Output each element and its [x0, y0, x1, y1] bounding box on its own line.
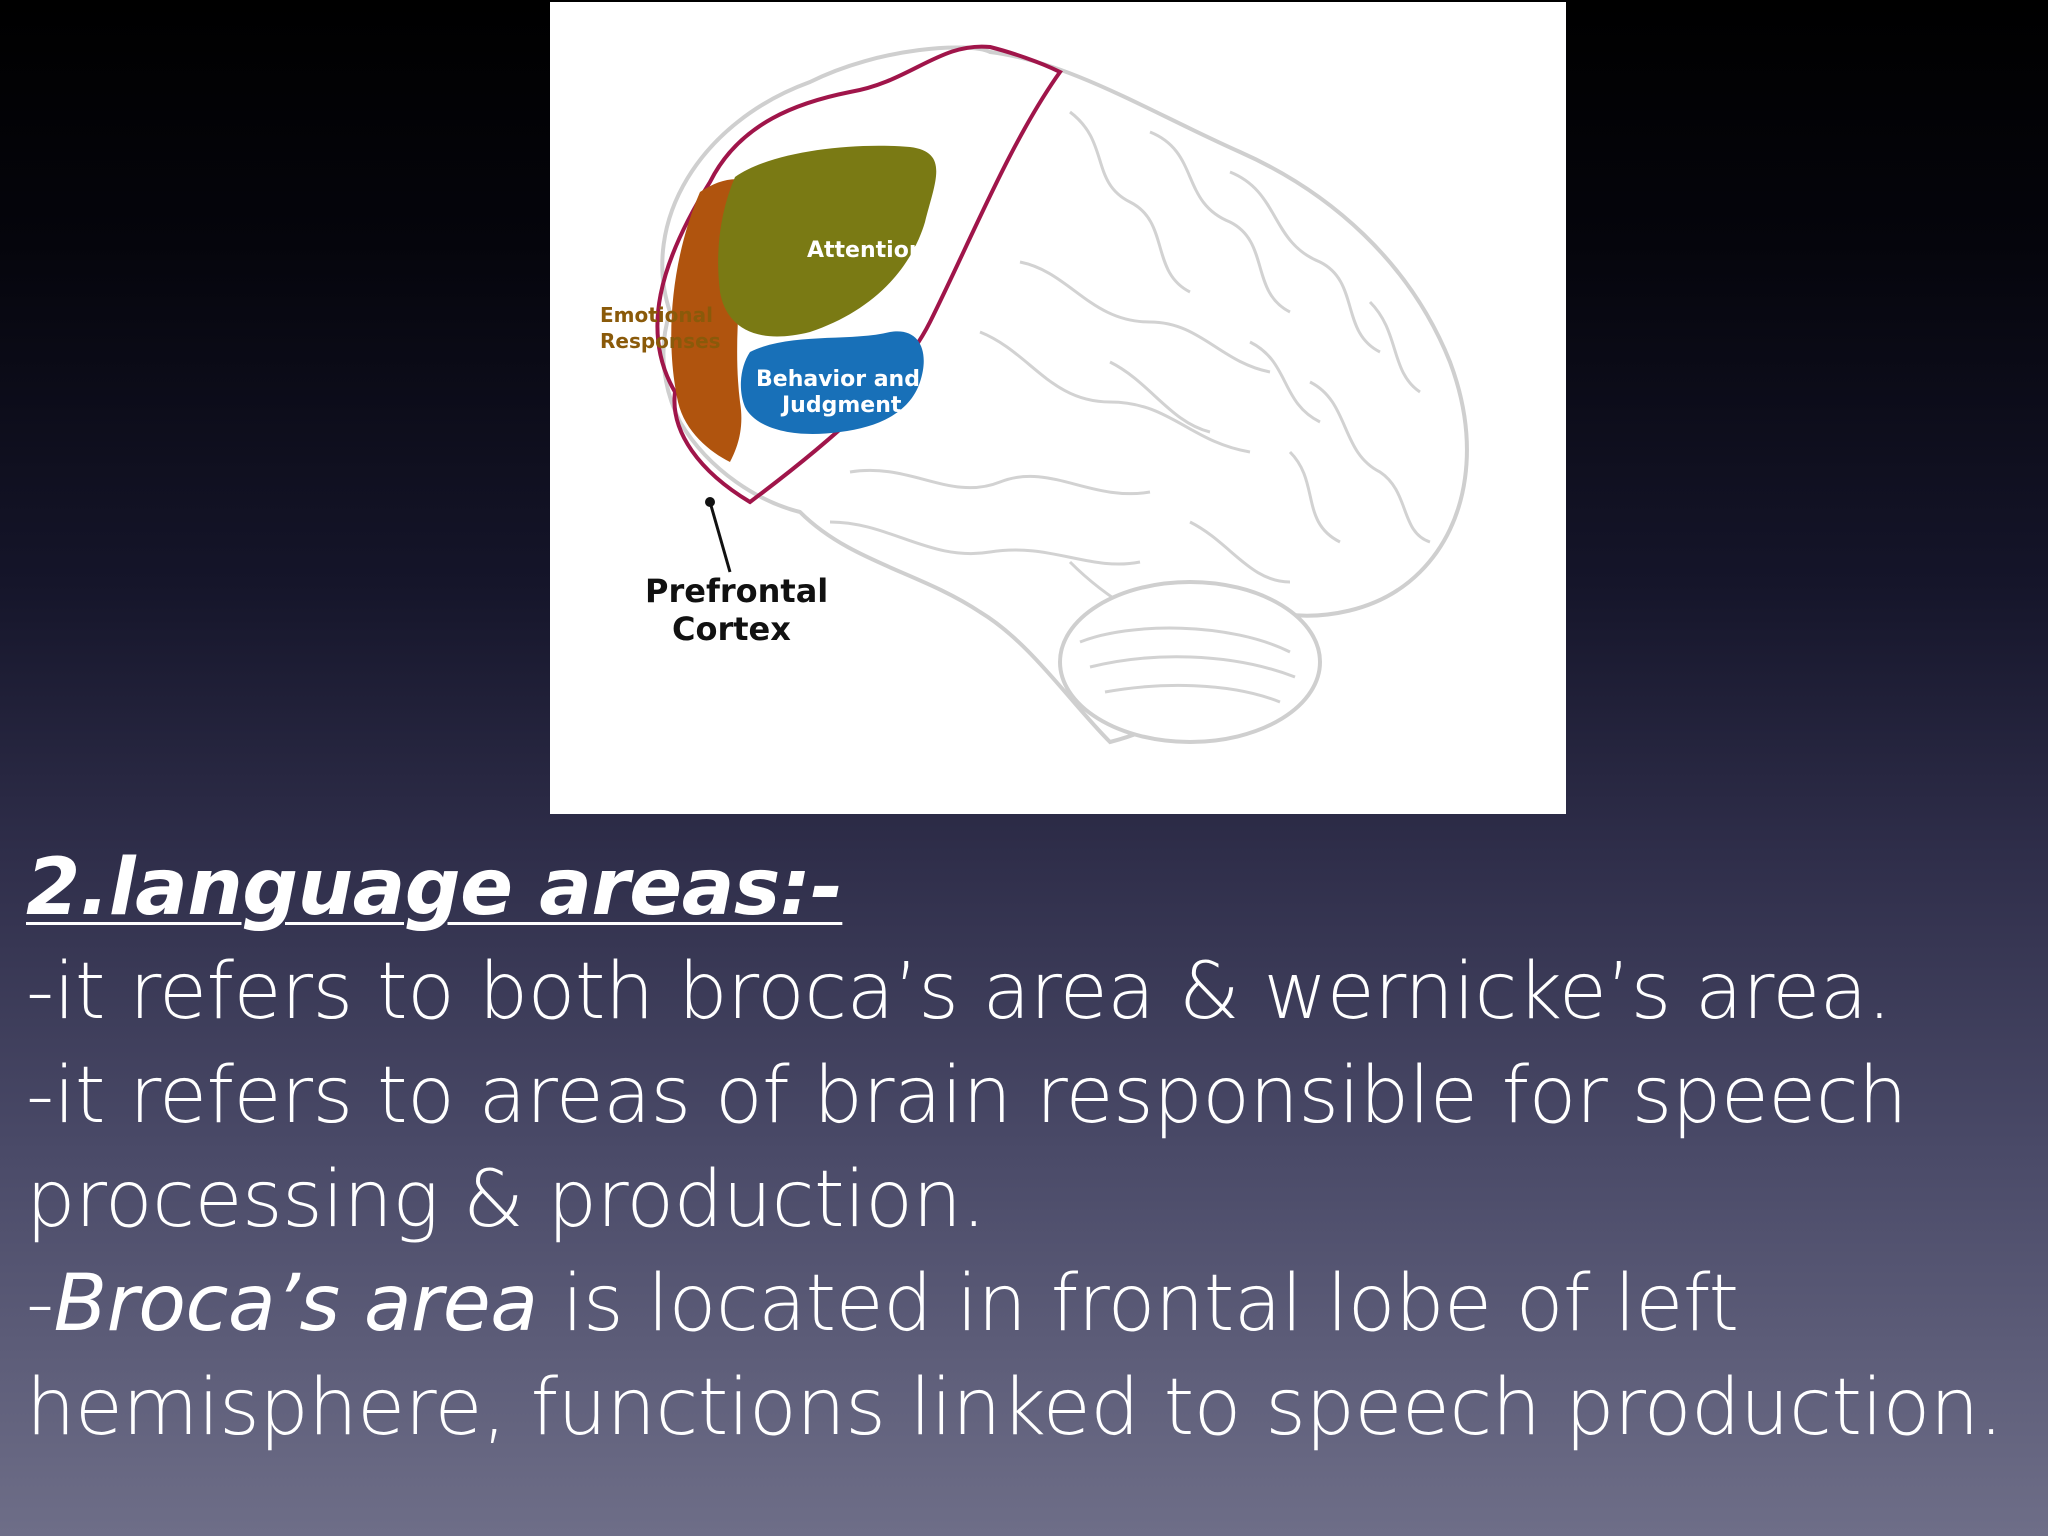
label-behavior-2: Judgment	[780, 393, 902, 418]
label-emotional-2: Responses	[600, 329, 721, 353]
text-line-5: hemisphere, functions linked to speech p…	[26, 1363, 2004, 1453]
text-line-4: -Broca’s area is located in frontal lobe…	[26, 1252, 2026, 1356]
prefrontal-pointer-line	[708, 501, 732, 573]
text-line-2: -it refers to areas of brain responsible…	[26, 1051, 1908, 1141]
label-attention: Attention	[807, 238, 924, 263]
cerebellum	[1058, 580, 1322, 744]
text-line-3: processing & production.	[26, 1155, 986, 1245]
text-line-1: -it refers to both broca’s area & wernic…	[26, 947, 1892, 1037]
brain-diagram: Attention Emotional Responses Behavior a…	[600, 44, 1469, 745]
behavior-region	[740, 331, 924, 435]
label-prefrontal-2: Cortex	[672, 610, 791, 648]
label-behavior-1: Behavior and	[756, 367, 920, 392]
prefrontal-pointer-dot	[705, 497, 715, 507]
label-prefrontal-1: Prefrontal	[645, 572, 828, 610]
prefrontal-outline	[655, 44, 1063, 505]
attention-region	[718, 145, 937, 337]
brocas-area-term: Broca’s area	[53, 1259, 538, 1349]
slide-text: 2.language areas:- -it refers to both br…	[26, 836, 2026, 1460]
brain-diagram-figure: Attention Emotional Responses Behavior a…	[550, 2, 1566, 814]
label-emotional-1: Emotional	[600, 303, 713, 327]
text-line-4-prefix: -	[26, 1259, 54, 1349]
section-heading: 2.language areas:-	[26, 843, 843, 933]
text-line-4-rest: is located in frontal lobe of left	[537, 1259, 1739, 1349]
